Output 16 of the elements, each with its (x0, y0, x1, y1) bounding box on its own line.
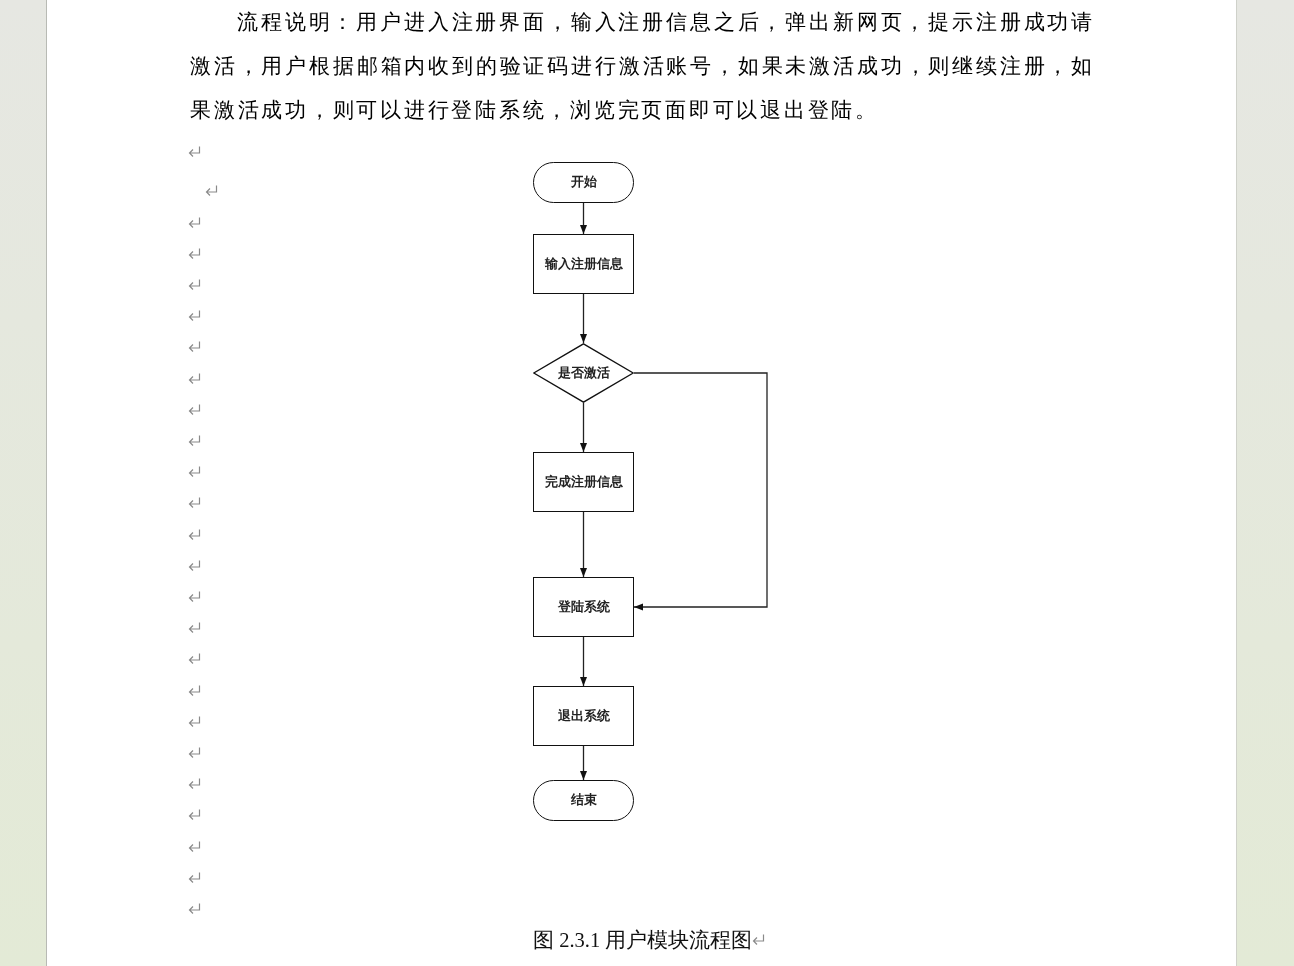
arrow (633, 372, 768, 611)
process-box: 登陆系统 (533, 577, 634, 637)
process-box: 输入注册信息 (533, 234, 634, 294)
terminal-box: 开始 (533, 162, 634, 203)
decision-diamond: 是否激活 (533, 343, 634, 403)
arrow (580, 745, 587, 781)
arrow (580, 511, 587, 578)
figure-caption: 图 2.3.1 用户模块流程图 (533, 928, 753, 953)
terminal-box: 结束 (533, 780, 634, 821)
paragraph-text: 流程说明：用户进入注册界面，输入注册信息之后，弹出新网页，提示注册成功请激活，用户根据邮箱内收到的验证码进行激活账号，如果未激活成功，则继续注册，如果激活成功，则可以进行登陆系统，浏览完页面即可以退出登陆。 (190, 9, 1095, 124)
process-box: 退出系统 (533, 686, 634, 746)
process-box: 完成注册信息 (533, 452, 634, 512)
arrow (580, 293, 587, 344)
arrow (580, 402, 587, 453)
arrow (580, 636, 587, 687)
arrow (580, 202, 587, 235)
